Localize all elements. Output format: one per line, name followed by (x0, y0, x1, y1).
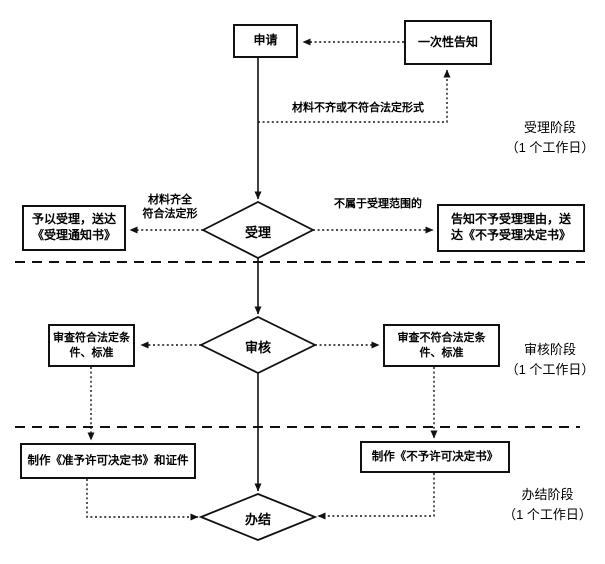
make-license-box: 制作《准予许可决定书》和证件 (20, 443, 196, 479)
one-time-notice-box: 一次性告知 (404, 20, 492, 65)
annotation-complete-line2: 符合法定形 (142, 208, 198, 221)
stage-label-review: 审核阶段 （1 个工作日） (495, 340, 605, 379)
accept-diamond-label: 受理 (244, 225, 271, 240)
review-pass-box: 审查符合法定条 件、标准 (48, 324, 135, 367)
make-denial-label: 制作《不予许可决定书》 (371, 450, 499, 463)
accept-no-line2: 达《不予受理决定书》 (450, 228, 571, 242)
annotation-incomplete: 材料不齐或不符合法定形式 (292, 102, 424, 114)
finish-diamond-label: 办结 (244, 512, 271, 527)
accept-no-line1: 告知不予受理理由，送 (450, 212, 571, 227)
stage-accept-line2: （1 个工作日） (505, 139, 595, 155)
arrow-denial-to-finish (317, 473, 435, 520)
annotation-complete: 材料齐全 符合法定形 (130, 193, 210, 222)
accept-no-box: 告知不予受理理由，送 达《不予受理决定书》 (437, 204, 585, 252)
stage-label-finish: 办结阶段 （1 个工作日） (490, 485, 605, 524)
stage-finish-line2: （1 个工作日） (503, 506, 592, 522)
review-pass-line1: 审查符合法定条 (53, 332, 130, 345)
apply-label: 申请 (253, 33, 278, 48)
make-denial-box: 制作《不予许可决定书》 (360, 441, 510, 473)
arrow-license-to-finish (86, 479, 199, 521)
one-time-notice-label: 一次性告知 (417, 34, 478, 49)
stage-review-line2: （1 个工作日） (505, 361, 595, 377)
make-license-label: 制作《准予许可决定书》和证件 (27, 454, 189, 467)
arrow-incomplete-to-notice (258, 69, 451, 123)
review-fail-line1: 审查不符合法定条 (397, 332, 486, 345)
review-fail-box: 审查不符合法定条 件、标准 (383, 324, 500, 367)
accept-yes-line1: 予以受理，送达 (31, 212, 116, 227)
review-diamond-label: 审核 (244, 340, 271, 355)
review-fail-line2: 件、标准 (419, 346, 464, 359)
annotation-complete-line1: 材料齐全 (148, 194, 192, 206)
accept-diamond-shape (201, 200, 315, 260)
apply-box: 申请 (233, 24, 298, 58)
stage-label-accept: 受理阶段 （1 个工作日） (495, 118, 605, 157)
stage-review-line1: 审核阶段 (523, 342, 576, 357)
accept-yes-box: 予以受理，送达 《受理通知书》 (22, 205, 126, 251)
review-pass-line2: 件、标准 (69, 346, 114, 359)
accept-yes-line2: 《受理通知书》 (31, 228, 116, 242)
review-diamond-shape (198, 315, 318, 375)
stage-accept-line1: 受理阶段 (523, 120, 576, 135)
annotation-out-of-scope: 不属于受理范围的 (334, 198, 422, 210)
finish-diamond-shape (198, 493, 318, 541)
stage-finish-line1: 办结阶段 (521, 487, 574, 502)
